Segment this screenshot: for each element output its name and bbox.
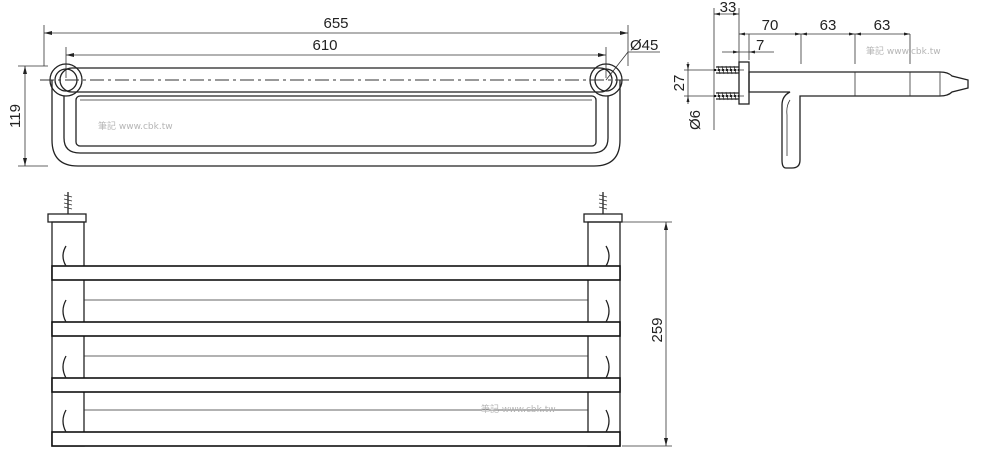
front-watermark: 筆記 www.cbk.tw xyxy=(98,120,173,132)
dim-33-label: 33 xyxy=(720,0,737,16)
dim-diameter-label: Ø45 xyxy=(630,37,658,54)
top-watermark: 筆記 www.cbk.tw xyxy=(481,403,556,415)
shelf-plate xyxy=(75,95,597,147)
dim-119-label: 119 xyxy=(7,104,24,128)
screw-top xyxy=(714,65,739,75)
side-view: 33 70 63 63 7 27 Ø6 xyxy=(671,0,969,169)
bar-1 xyxy=(51,245,621,281)
dim-259-label: 259 xyxy=(649,317,666,342)
bar-2 xyxy=(51,299,621,337)
front-view: 655 610 Ø45 119 筆記 www.cbk.tw xyxy=(7,15,660,167)
top-left-screw xyxy=(47,192,87,223)
dim-655-label: 655 xyxy=(323,15,348,32)
dim-70-label: 70 xyxy=(762,17,779,34)
bar-3 xyxy=(51,355,621,393)
bracket-arm xyxy=(748,71,969,169)
dim-610-label: 610 xyxy=(312,37,337,54)
dim-27-label: 27 xyxy=(671,75,688,92)
outer-frame xyxy=(51,80,621,167)
dim-7-label: 7 xyxy=(756,37,764,54)
dim-screw-label: Ø6 xyxy=(687,110,704,130)
top-right-screw xyxy=(583,192,623,223)
top-rail xyxy=(59,67,613,93)
dim-63a-label: 63 xyxy=(820,17,837,34)
side-watermark: 筆記 www.cbk.tw xyxy=(866,45,941,57)
wall-plate xyxy=(738,61,750,105)
top-view: 259 筆記 www.cbk.tw xyxy=(47,192,672,447)
screw-bottom xyxy=(714,91,739,101)
dim-63b-label: 63 xyxy=(874,17,891,34)
bar-4 xyxy=(51,409,621,447)
